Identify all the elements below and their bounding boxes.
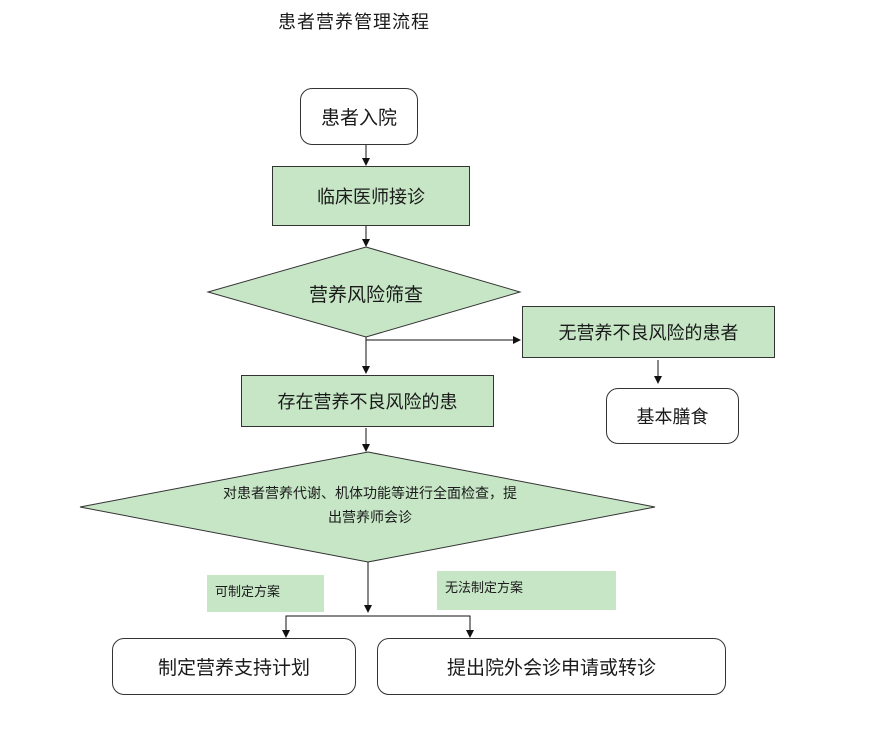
label-can-plan: 可制定方案 [207, 575, 324, 612]
node-basic-diet: 基本膳食 [606, 388, 739, 444]
node-referral: 提出院外会诊申请或转诊 [377, 638, 726, 695]
node-doctor: 临床医师接诊 [272, 166, 470, 226]
screening-diamond [206, 246, 522, 338]
branch-line [285, 615, 471, 635]
node-no-risk: 无营养不良风险的患者 [522, 306, 775, 358]
node-plan: 制定营养支持计划 [112, 638, 356, 695]
flowchart-title: 患者营养管理流程 [278, 12, 430, 33]
assessment-diamond [79, 451, 656, 563]
node-risk: 存在营养不良风险的患 [241, 375, 494, 427]
label-cannot-plan: 无法制定方案 [437, 571, 616, 610]
node-admission: 患者入院 [300, 88, 418, 145]
